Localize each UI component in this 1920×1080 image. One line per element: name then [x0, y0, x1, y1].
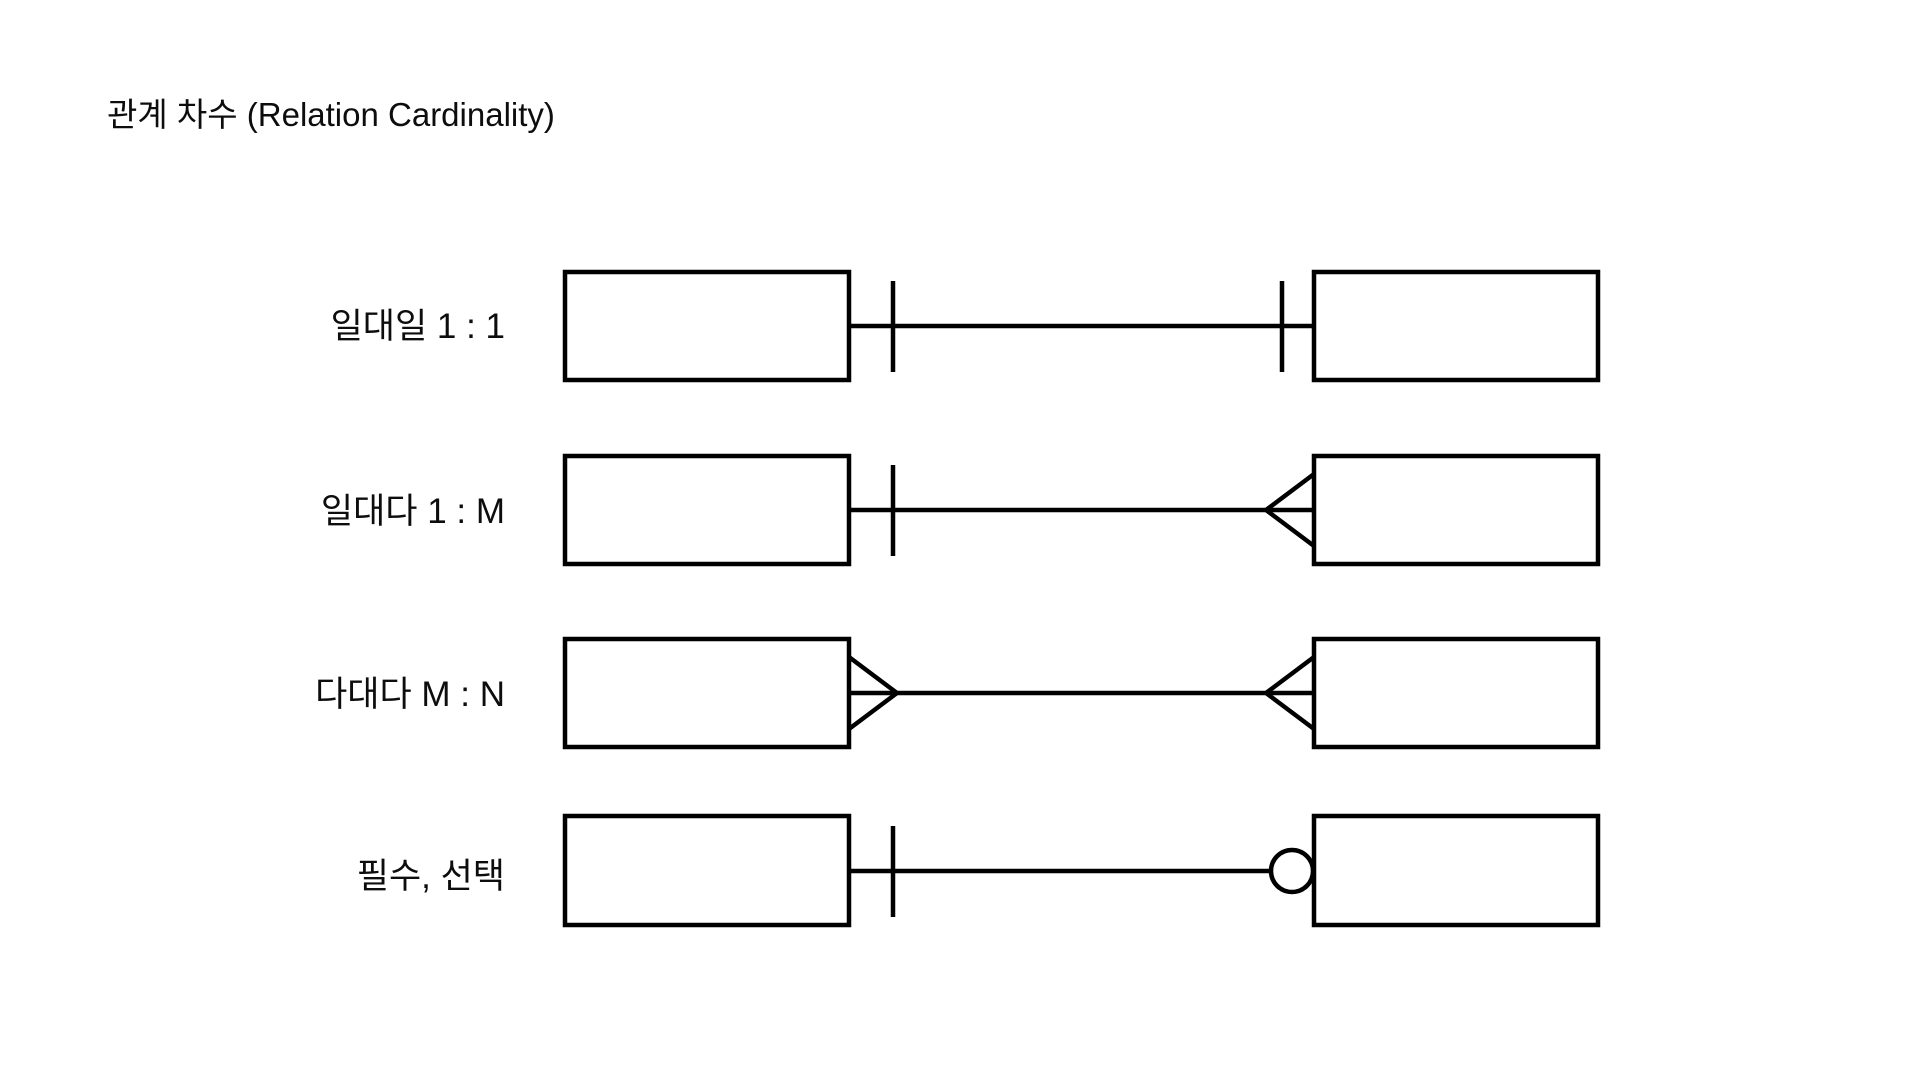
- row-many-to-many: [562, 636, 1601, 750]
- row-mandatory-optional: [562, 813, 1601, 928]
- row-label-one-to-many: 일대다 1 : M: [320, 492, 505, 531]
- optional-circle-right-mandatory-optional: [1268, 847, 1316, 895]
- row-label-mandatory-optional: 필수, 선택: [356, 857, 505, 896]
- entity-box-left-mandatory-optional[interactable]: [562, 813, 852, 928]
- row-label-many-to-many: 다대다 M : N: [315, 675, 505, 714]
- row-label-one-to-one: 일대일 1 : 1: [330, 307, 505, 346]
- page-title: 관계 차수 (Relation Cardinality): [107, 96, 555, 133]
- entity-box-left-many-to-many[interactable]: [562, 636, 852, 750]
- entity-box-right-one-to-many[interactable]: [1311, 453, 1601, 567]
- entity-box-right-one-to-one[interactable]: [1311, 269, 1601, 383]
- entity-box-left-one-to-many[interactable]: [562, 453, 852, 567]
- row-one-to-one: [562, 269, 1601, 383]
- entity-box-right-many-to-many[interactable]: [1311, 636, 1601, 750]
- row-one-to-many: [562, 453, 1601, 567]
- crows-foot-right-one-to-many: [1264, 472, 1316, 548]
- entity-box-left-one-to-one[interactable]: [562, 269, 852, 383]
- entity-box-right-mandatory-optional[interactable]: [1311, 813, 1601, 928]
- crows-foot-right-many-to-many: [1264, 655, 1316, 731]
- crows-foot-left-many-to-many: [847, 655, 899, 731]
